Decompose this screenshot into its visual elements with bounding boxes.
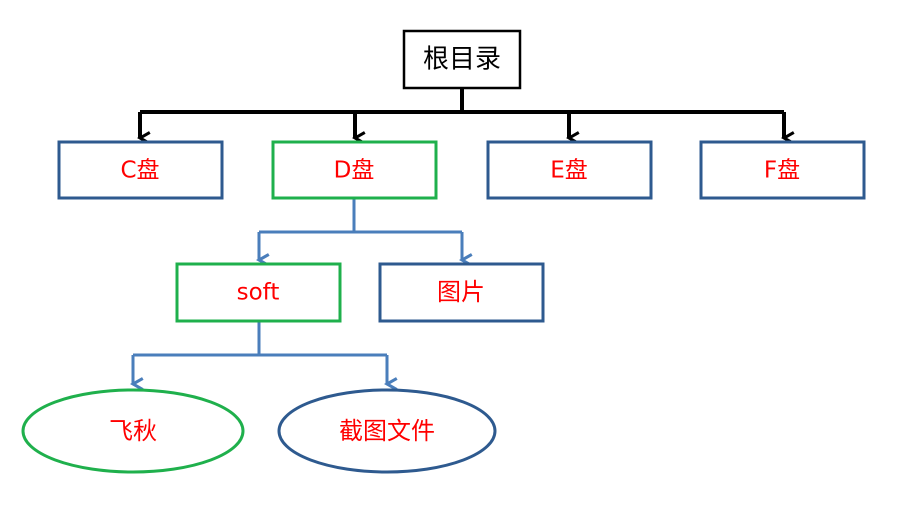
root-node[interactable]: 根目录 xyxy=(402,29,522,90)
feiqiu-node[interactable]: 飞秋 xyxy=(21,388,245,474)
pictures-folder-node[interactable]: 图片 xyxy=(378,262,545,323)
soft-folder-node[interactable]: soft xyxy=(175,262,342,323)
screenshots-label: 截图文件 xyxy=(339,417,435,445)
pictures-folder-label: 图片 xyxy=(437,278,485,306)
d-drive-node[interactable]: D盘 xyxy=(271,140,438,200)
c-drive-node[interactable]: C盘 xyxy=(57,140,224,200)
d-drive-connectors xyxy=(259,198,462,260)
c-drive-label: C盘 xyxy=(120,158,159,184)
e-drive-node[interactable]: E盘 xyxy=(486,140,653,200)
feiqiu-label: 飞秋 xyxy=(109,417,157,445)
f-drive-node[interactable]: F盘 xyxy=(699,140,866,200)
f-drive-label: F盘 xyxy=(764,158,800,184)
soft-folder-label: soft xyxy=(237,280,280,306)
e-drive-label: E盘 xyxy=(550,158,588,184)
soft-connectors xyxy=(133,322,387,384)
root-connectors xyxy=(140,88,784,138)
root-label: 根目录 xyxy=(423,45,501,75)
screenshots-node[interactable]: 截图文件 xyxy=(277,388,497,474)
d-drive-label: D盘 xyxy=(334,158,375,184)
